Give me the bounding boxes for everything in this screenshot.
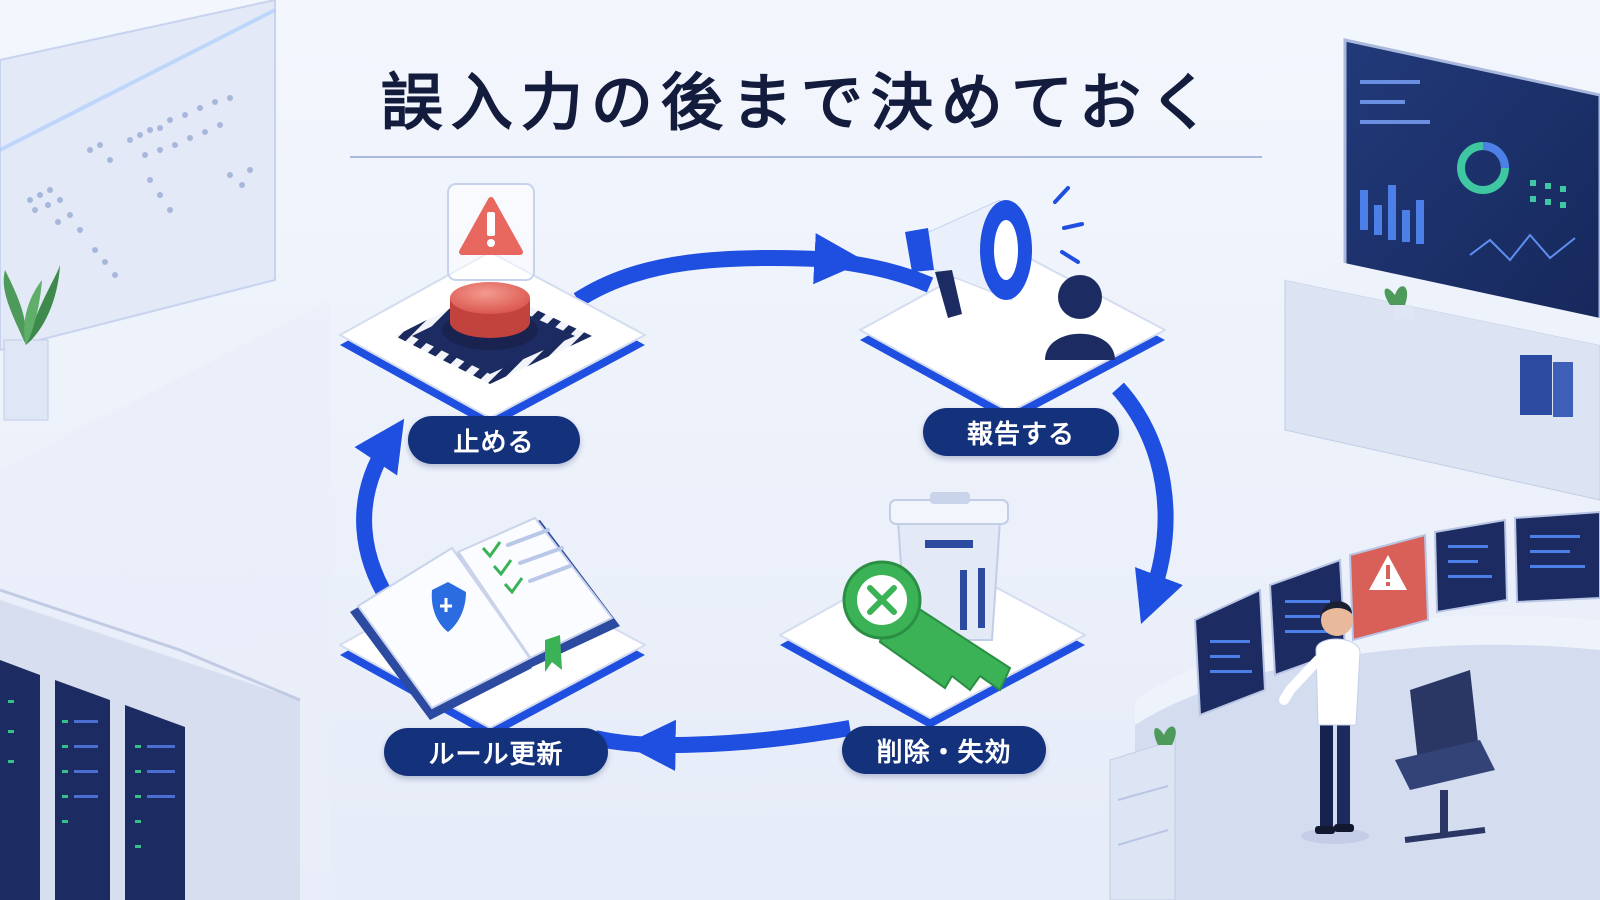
operator-console xyxy=(1109,510,1600,900)
step-label-revoke: 削除・失効 xyxy=(842,726,1046,774)
arrow-stop-to-report xyxy=(573,233,866,307)
step-revoke-illustration xyxy=(777,492,1088,728)
page-title: 誤入力の後まで決めておく xyxy=(380,66,1220,139)
step-label-rules: ルール更新 xyxy=(384,728,608,776)
wall-dashboard xyxy=(1343,38,1600,342)
step-stop-illustration xyxy=(337,183,648,428)
plant-left xyxy=(3,265,60,421)
right-cabinet xyxy=(1284,262,1600,501)
person-icon xyxy=(1058,275,1102,319)
step-report-illustration xyxy=(857,186,1168,422)
arrow-revoke-to-rules xyxy=(624,719,852,771)
server-racks xyxy=(0,588,301,900)
arrow-report-continue xyxy=(840,254,934,293)
title-divider xyxy=(350,156,1262,158)
step-label-report: 報告する xyxy=(923,408,1119,456)
arrow-report-to-revoke xyxy=(1112,382,1183,624)
world-map-screen xyxy=(0,0,276,352)
step-rules-illustration xyxy=(337,516,648,738)
step-label-stop: 止める xyxy=(408,416,580,464)
